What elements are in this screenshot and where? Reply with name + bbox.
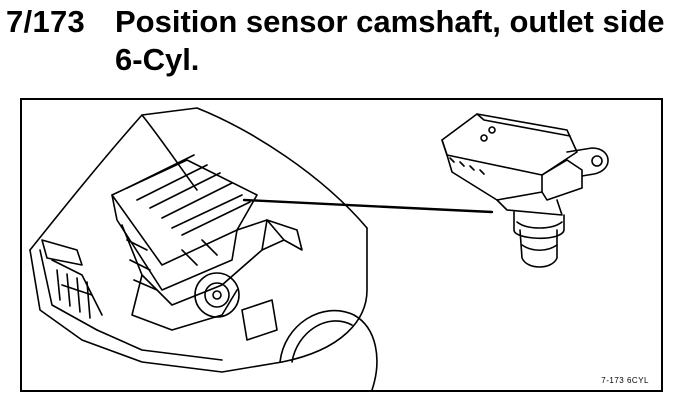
reference-number: 7/173 xyxy=(6,4,86,39)
page-heading: 7/173 Position sensor camshaft, outlet s… xyxy=(0,0,688,80)
engine-illustration xyxy=(29,107,609,390)
page-title: Position sensor camshaft, outlet side xyxy=(115,4,665,39)
wheel-arch xyxy=(279,309,378,390)
figure-code: 7-173 6CYL xyxy=(601,376,649,385)
camshaft-sensor xyxy=(441,113,609,268)
car-body-outline xyxy=(29,107,368,373)
illustration-frame: 7-173 6CYL xyxy=(20,98,663,392)
leader-line xyxy=(242,198,494,214)
engine-block xyxy=(111,154,303,341)
page-subtitle: 6-Cyl. xyxy=(115,42,200,77)
